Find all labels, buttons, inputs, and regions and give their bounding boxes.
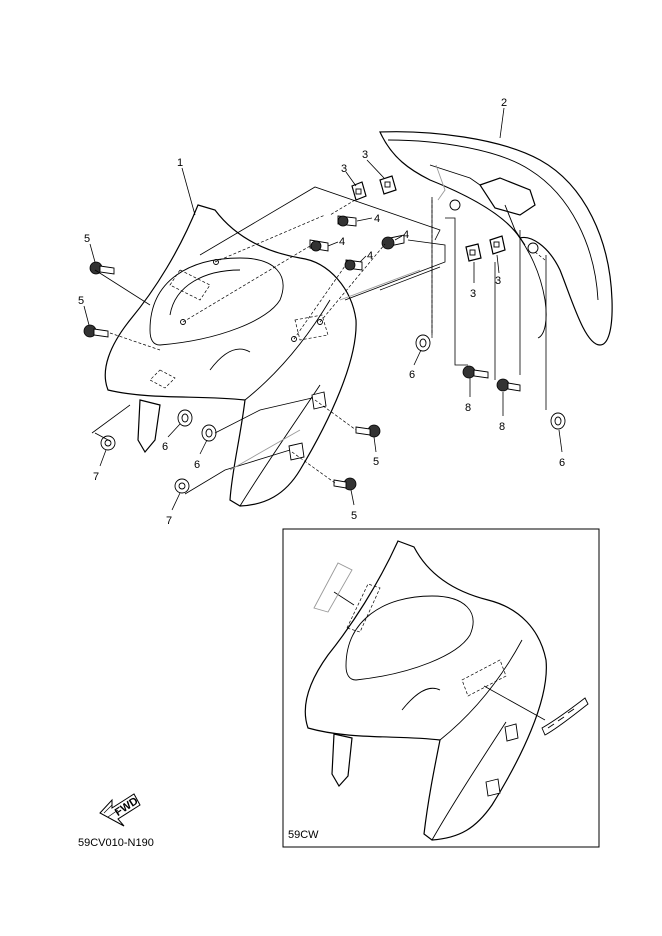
callout-6: 6	[409, 369, 415, 381]
washer-part-7-a	[100, 435, 116, 451]
callout-8: 8	[465, 402, 471, 414]
front-fender-part-1	[104, 204, 357, 507]
screw-part-4-c	[381, 234, 405, 250]
callout-5: 5	[78, 295, 84, 307]
callout-7: 7	[93, 471, 99, 483]
callout-3: 3	[362, 149, 368, 161]
drawing-code: 59CV010-N190	[78, 837, 154, 849]
callout-6: 6	[559, 457, 565, 469]
callout-5: 5	[373, 456, 379, 468]
callout-5: 5	[351, 510, 357, 522]
callout-6: 6	[194, 459, 200, 471]
screw-part-4-b	[309, 239, 329, 252]
nut-part-3-b	[379, 175, 397, 195]
callout-5: 5	[84, 233, 90, 245]
nut-part-3-a	[351, 181, 367, 201]
bolt-part-5-c	[355, 424, 381, 438]
bolt-part-5-b	[83, 324, 109, 338]
nut-part-3-c	[465, 243, 482, 262]
callout-4: 4	[367, 250, 373, 262]
inset-variant-label: 59CW	[288, 829, 319, 841]
grommet-part-6-b	[177, 409, 193, 427]
bolt-part-5-a	[89, 261, 115, 275]
callout-3: 3	[495, 275, 501, 287]
grommet-part-6-a	[415, 334, 431, 352]
screw-part-4-d	[344, 259, 363, 271]
callout-2: 2	[501, 97, 507, 109]
grommet-part-6-c	[201, 424, 217, 442]
callout-4: 4	[339, 236, 345, 248]
forward-direction-arrow-icon: FWD	[99, 793, 141, 827]
callout-4: 4	[374, 213, 380, 225]
variant-inset-59cw: 59CW	[282, 528, 600, 848]
callout-7: 7	[166, 515, 172, 527]
callout-labels: 1 2 3 3 3 3 4 4 4 4 5 5 5 5 6 6 6 6 7 7 …	[78, 97, 565, 527]
callout-3: 3	[470, 288, 476, 300]
callout-6: 6	[162, 441, 168, 453]
nut-part-3-d	[489, 235, 506, 255]
grommet-part-6-d	[550, 412, 566, 430]
callout-8: 8	[499, 421, 505, 433]
bolt-part-5-d	[333, 477, 357, 491]
leader-lines	[83, 107, 563, 511]
callout-4: 4	[403, 229, 409, 241]
callout-3: 3	[341, 163, 347, 175]
bolt-part-8-a	[462, 365, 489, 379]
callout-1: 1	[177, 157, 183, 169]
screw-part-4-a	[337, 215, 357, 227]
rear-fender-part-2	[379, 131, 613, 346]
bolt-part-8-b	[496, 378, 521, 392]
washer-part-7-b	[174, 478, 190, 494]
